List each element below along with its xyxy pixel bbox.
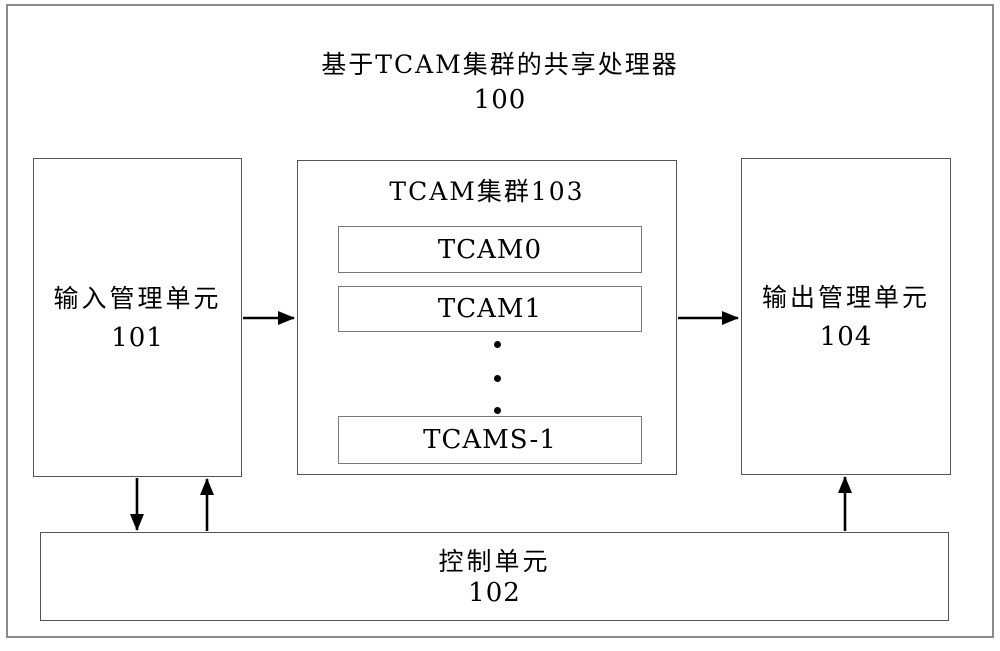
vertical-ellipsis-dot — [494, 375, 501, 382]
tcam-cluster-title: TCAM集群103 — [389, 177, 585, 206]
tcam-member-box-0: TCAM0 — [338, 226, 642, 273]
output-unit-label: 输出管理单元 — [761, 282, 930, 312]
tcam-member-box-1: TCAM1 — [338, 286, 642, 332]
tcam-member-box-last: TCAMS-1 — [338, 416, 642, 464]
figure-title-block: 基于TCAM集群的共享处理器 100 — [250, 48, 750, 118]
input-unit-box: 输入管理单元 101 — [33, 158, 242, 477]
control-unit-number: 102 — [468, 577, 521, 608]
input-unit-label: 输入管理单元 — [53, 283, 222, 313]
output-unit-box: 输出管理单元 104 — [741, 158, 951, 475]
vertical-ellipsis-dot — [494, 407, 501, 414]
figure-number: 100 — [473, 85, 527, 115]
vertical-ellipsis-dot — [494, 341, 501, 348]
input-unit-number: 101 — [111, 322, 164, 353]
control-unit-label: 控制单元 — [438, 546, 551, 576]
tcam-member-label-1: TCAM1 — [437, 294, 543, 324]
figure-title: 基于TCAM集群的共享处理器 — [321, 50, 679, 79]
tcam-member-label-0: TCAM0 — [437, 234, 543, 265]
control-unit-box: 控制单元 102 — [40, 532, 949, 621]
tcam-member-label-last: TCAMS-1 — [423, 425, 557, 455]
output-unit-number: 104 — [819, 321, 873, 352]
